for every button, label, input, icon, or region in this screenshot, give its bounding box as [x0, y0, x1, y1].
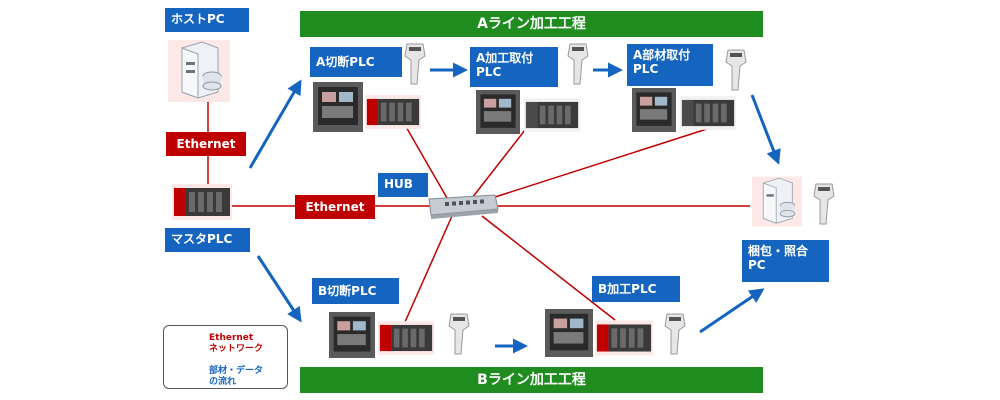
ethernet-label-host: Ethernet [166, 132, 246, 156]
legend-flow-line1: 部材・データ [209, 366, 264, 376]
hub-to-a-parts-line [491, 127, 711, 199]
touch-panel-icon [545, 309, 593, 357]
host-pc-label: ホストPC [165, 8, 249, 32]
a-cut-plc-label: A切断PLC [310, 47, 402, 77]
barcode-scanner-icon [725, 49, 747, 91]
plc-rack-icon [680, 96, 736, 130]
network-hub-icon [428, 194, 499, 219]
pack-check-pc-label-line2: PC [748, 258, 766, 272]
touch-panel-icon [632, 88, 676, 132]
a-line-band: Aライン加工工程 [300, 11, 763, 37]
barcode-scanner-icon [567, 43, 589, 85]
barcode-scanner-icon [813, 183, 835, 225]
pack-check-pc-label: 梱包・照合 PC [742, 240, 829, 282]
flow-arrows [248, 62, 781, 354]
master-plc-label: マスタPLC [165, 228, 250, 252]
hub-label: HUB [378, 173, 428, 197]
b-cut-plc-label: B切断PLC [312, 278, 399, 304]
plc-rack-icon [172, 184, 232, 220]
a-process-plc-label-line1: A加工取付 [476, 51, 534, 65]
barcode-scanner-icon [664, 313, 686, 355]
legend-flow-line2: の流れ [209, 377, 237, 387]
server-icon [168, 40, 230, 102]
ethernet-label-hub: Ethernet [295, 195, 375, 219]
plc-rack-icon [378, 321, 434, 355]
legend-network-line2: ネットワーク [209, 344, 264, 354]
server-icon [752, 176, 802, 227]
legend-network-line1: Ethernet [209, 333, 254, 343]
flow-arrow-b-process-to-pack [699, 288, 765, 334]
b-line-band: Bライン加工工程 [300, 367, 763, 393]
a-process-plc-label-line2: PLC [476, 65, 502, 79]
hub-to-b-process-line [481, 215, 616, 321]
a-parts-plc-label-line1: A部材取付 [633, 48, 691, 62]
touch-panel-icon [329, 312, 375, 358]
legend-network-text: Ethernet ネットワーク [209, 333, 263, 355]
barcode-scanner-icon [404, 43, 426, 85]
ethernet-network-lines [207, 100, 750, 323]
hub-to-a-cut-line [404, 124, 448, 199]
barcode-scanner-icon [448, 313, 470, 355]
legend-flow-text: 部材・データ の流れ [209, 366, 263, 388]
touch-panel-icon [476, 90, 520, 134]
touch-panel-icon [313, 82, 363, 132]
plc-rack-icon [595, 320, 653, 356]
pack-check-pc-label-line1: 梱包・照合 [748, 244, 809, 258]
plc-rack-icon [365, 95, 421, 129]
a-process-plc-label: A加工取付 PLC [470, 47, 558, 87]
plc-rack-icon [524, 98, 580, 132]
flow-arrow-master-to-b-cut [256, 255, 302, 323]
b-process-plc-label: B加工PLC [592, 276, 680, 302]
a-parts-plc-label: A部材取付 PLC [627, 44, 713, 86]
legend-box: Ethernet ネットワーク 部材・データ の流れ [163, 325, 288, 389]
flow-arrow-master-to-a-cut [248, 79, 302, 169]
flow-arrow-a-parts-to-pack [750, 94, 781, 165]
a-parts-plc-label-line2: PLC [633, 62, 659, 76]
hub-to-b-cut-line [404, 215, 453, 323]
hub-to-a-process-line [471, 129, 526, 199]
